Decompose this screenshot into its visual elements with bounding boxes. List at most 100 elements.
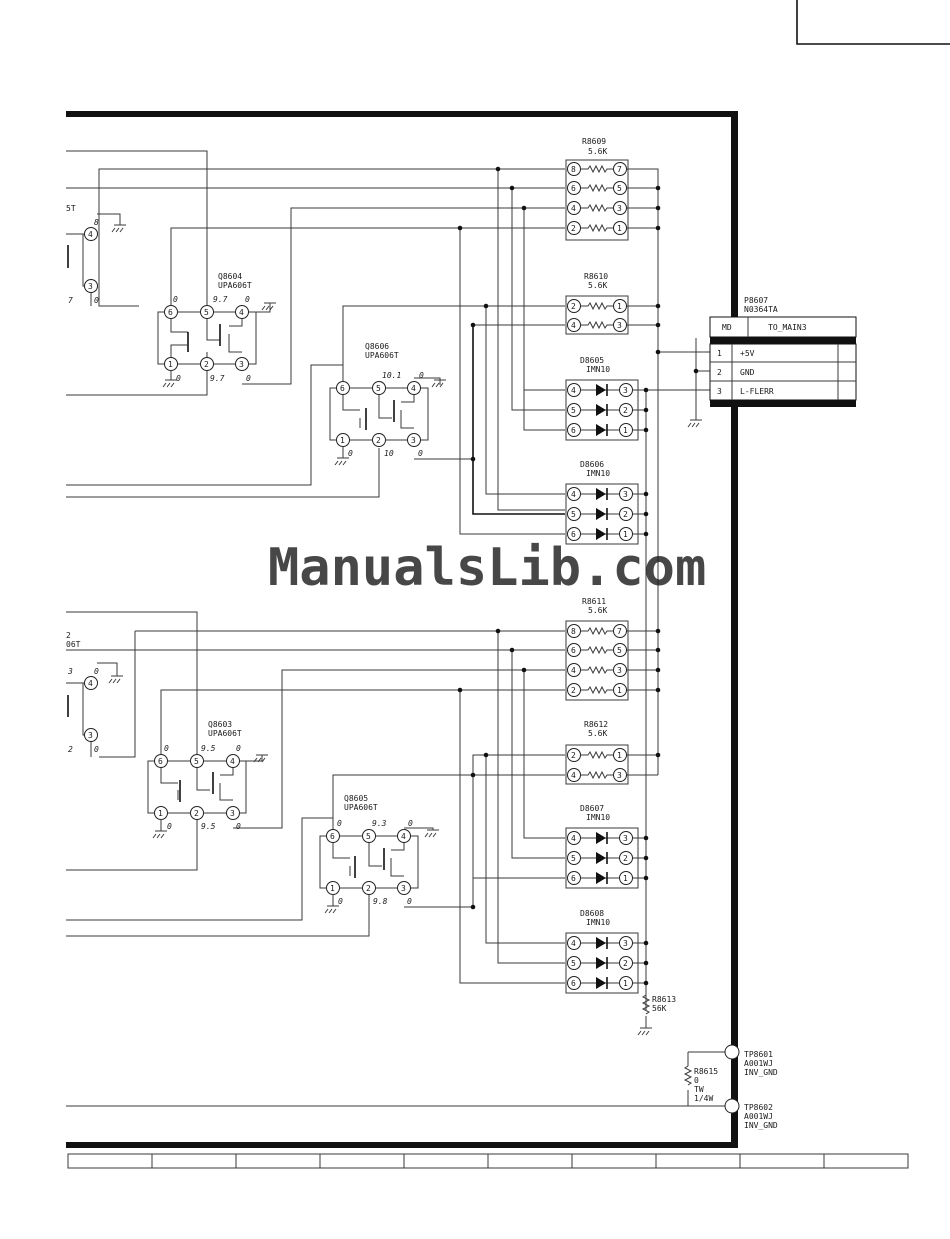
svg-text:2: 2	[376, 436, 381, 445]
svg-text:9.5: 9.5	[201, 744, 216, 753]
svg-text:2: 2	[571, 686, 576, 695]
svg-text:A001WJ: A001WJ	[744, 1059, 773, 1068]
svg-text:GND: GND	[740, 368, 755, 377]
svg-text:3: 3	[617, 321, 622, 330]
svg-text:3: 3	[623, 834, 628, 843]
svg-text:5: 5	[376, 384, 381, 393]
junction-dots	[457, 166, 699, 986]
svg-text:4: 4	[571, 490, 576, 499]
svg-text:2: 2	[717, 368, 722, 377]
svg-text:3: 3	[717, 387, 722, 396]
r8610-row-2: 4 3	[567, 318, 627, 332]
svg-text:5: 5	[366, 832, 371, 841]
svg-text:1: 1	[623, 874, 628, 883]
svg-text:0: 0	[236, 822, 241, 831]
r8609-row-4: 2 1	[567, 221, 627, 235]
svg-text:3: 3	[623, 490, 628, 499]
d8605-part: IMN10	[586, 365, 610, 374]
svg-text:L-FLERR: L-FLERR	[740, 387, 774, 396]
svg-text:5: 5	[204, 308, 209, 317]
connector-part: N0364TA	[744, 305, 778, 314]
svg-text:7: 7	[617, 165, 622, 174]
svg-text:2: 2	[571, 224, 576, 233]
svg-text:9.8: 9.8	[373, 897, 388, 906]
d8606-ref: D8606	[580, 460, 604, 469]
svg-text:0: 0	[246, 374, 251, 383]
resistor-r8613: R8613 56K	[637, 994, 676, 1036]
svg-text:4: 4	[88, 230, 93, 239]
svg-text:INV_GND: INV_GND	[744, 1121, 778, 1130]
diode-array-d8606: D8606 IMN10 4 3 5 2 6 1	[565, 460, 639, 545]
svg-text:0: 0	[419, 371, 424, 380]
svg-text:06T: 06T	[66, 640, 81, 649]
svg-text:0: 0	[236, 744, 241, 753]
svg-text:6: 6	[340, 384, 345, 393]
svg-text:2: 2	[623, 406, 628, 415]
svg-text:5: 5	[571, 959, 576, 968]
diode-array-d8608: D8608 IMN10 4 3 5 2 6 1	[565, 909, 639, 994]
svg-text:TP8601: TP8601	[744, 1050, 773, 1059]
svg-text:10: 10	[384, 449, 394, 458]
svg-text:1: 1	[330, 884, 335, 893]
connector-header-left: MD	[722, 323, 732, 332]
connector-header-right: TO_MAIN3	[768, 323, 807, 332]
svg-text:R8613: R8613	[652, 995, 676, 1004]
resistor-network-r8609: R8609 5.6K 8 7 6 5 4 3 2 1	[565, 137, 629, 241]
transistor-q8604: Q8604 UPA606T 6 5 4 1 2 3 0 9.7 0 0 9.7 …	[157, 272, 276, 388]
svg-text:0: 0	[338, 897, 343, 906]
svg-text:2: 2	[571, 751, 576, 760]
d8605-ref: D8605	[580, 356, 604, 365]
svg-text:9.3: 9.3	[372, 819, 387, 828]
svg-text:1: 1	[617, 751, 622, 760]
svg-text:5: 5	[617, 646, 622, 655]
r8611-ref: R8611	[582, 597, 606, 606]
resistor-network-r8610: R8610 5.6K 2 1 4 3	[565, 272, 629, 335]
svg-text:R8615: R8615	[694, 1067, 718, 1076]
connector-ref: P8607	[744, 296, 768, 305]
transistor-q8606: Q8606 UPA606T 6 5 4 1 2 3 10.1 0 0 10 0	[329, 342, 446, 466]
svg-text:1: 1	[623, 426, 628, 435]
svg-text:0: 0	[164, 744, 169, 753]
q8606-pins: 6 5 4 1 2 3	[336, 381, 421, 447]
svg-text:0: 0	[167, 822, 172, 831]
svg-text:9.7: 9.7	[210, 374, 225, 383]
svg-text:8: 8	[571, 627, 576, 636]
transistor-q8605: Q8605 UPA606T 6 5 4 1 2 3 0 9.3 0 0 9.8 …	[319, 794, 439, 914]
q8604-ref: Q8604	[218, 272, 242, 281]
svg-text:0: 0	[348, 449, 353, 458]
svg-text:TP8602: TP8602	[744, 1103, 773, 1112]
q8605-pins: 6 5 4 1 2 3	[326, 829, 411, 895]
diode-array-d8605: D8605 IMN10 4 3 5 2 6 1	[565, 356, 639, 441]
svg-text:1: 1	[617, 302, 622, 311]
d8608-part: IMN10	[586, 918, 610, 927]
resistor-network-r8612: R8612 5.6K 2 1 4 3	[565, 720, 629, 785]
d8607-ref: D8607	[580, 804, 604, 813]
svg-text:1: 1	[168, 360, 173, 369]
svg-text:6: 6	[158, 757, 163, 766]
svg-text:4: 4	[230, 757, 235, 766]
svg-text:6: 6	[571, 979, 576, 988]
testpoint-tp8601: TP8601 A001WJ INV_GND	[724, 1044, 778, 1077]
svg-text:1: 1	[617, 224, 622, 233]
page-corner-box	[796, 0, 950, 45]
svg-text:6: 6	[571, 184, 576, 193]
svg-text:5: 5	[571, 510, 576, 519]
svg-text:7: 7	[68, 296, 73, 305]
svg-text:6: 6	[571, 874, 576, 883]
svg-text:0: 0	[94, 745, 99, 754]
q8605-part: UPA606T	[344, 803, 378, 812]
svg-text:2: 2	[68, 745, 73, 754]
svg-text:3: 3	[88, 282, 93, 291]
svg-text:0: 0	[173, 295, 178, 304]
d8606-part: IMN10	[586, 469, 610, 478]
svg-text:3: 3	[617, 771, 622, 780]
svg-text:2: 2	[571, 302, 576, 311]
svg-text:4: 4	[88, 679, 93, 688]
svg-text:5: 5	[571, 854, 576, 863]
q8606-ref: Q8606	[365, 342, 389, 351]
r8612-ref: R8612	[584, 720, 608, 729]
svg-text:1/4W: 1/4W	[694, 1094, 713, 1103]
svg-text:3: 3	[239, 360, 244, 369]
svg-text:3: 3	[617, 666, 622, 675]
svg-text:10.1: 10.1	[382, 371, 401, 380]
